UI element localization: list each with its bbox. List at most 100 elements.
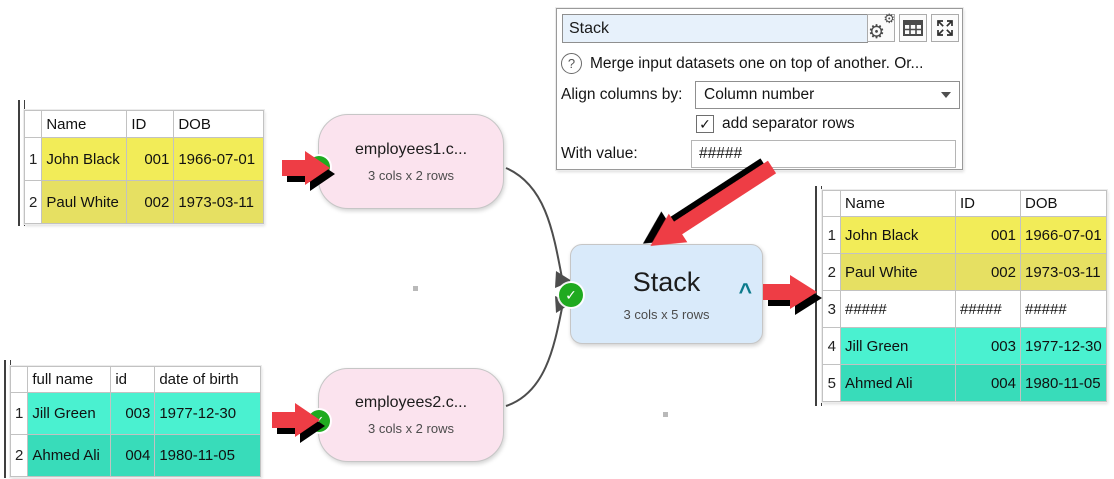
table-row[interactable]: 2 Paul White 002 1973-03-11 [23, 180, 265, 224]
row-number-header [822, 190, 841, 217]
align-columns-dropdown[interactable]: Column number [695, 81, 960, 109]
align-columns-label: Align columns by: [561, 86, 683, 103]
cell[interactable]: 003 [110, 392, 156, 435]
cell[interactable]: ##### [1020, 290, 1107, 328]
cell[interactable]: 004 [110, 434, 156, 477]
transform-description: Merge input datasets one on top of anoth… [590, 54, 924, 72]
red-arrow-stack-to-output [763, 275, 817, 309]
column-header: ID [126, 110, 175, 138]
cell[interactable]: 1966-07-01 [173, 137, 265, 181]
row-number-header [23, 110, 43, 138]
table-header-row: Name ID DOB [23, 110, 265, 138]
settings-button[interactable]: ⚙ ⚙ [867, 11, 895, 43]
expand-icon [937, 20, 953, 36]
cell[interactable]: ##### [955, 290, 1021, 328]
properties-panel: ⚙ ⚙ ? Merge input datasets one on top of… [556, 8, 963, 170]
row-number: 4 [822, 327, 841, 365]
cell[interactable]: 1980-11-05 [154, 434, 262, 477]
table-row[interactable]: 1 John Black 001 1966-07-01 [23, 137, 265, 181]
chevron-down-icon [941, 92, 951, 98]
table-row[interactable]: 1 John Black 001 1966-07-01 [822, 216, 1107, 254]
separator-rows-row: ✓ add separator rows [696, 115, 855, 133]
cell[interactable]: 1977-12-30 [1020, 327, 1107, 365]
row-number: 2 [822, 253, 841, 291]
canvas-grid-dot [413, 286, 418, 291]
table-icon [903, 20, 923, 36]
table-row[interactable]: 2 Paul White 002 1973-03-11 [822, 253, 1107, 291]
collapse-caret[interactable]: ^ [738, 278, 752, 305]
cell[interactable]: John Black [41, 137, 128, 181]
node-dimensions: 3 cols x 2 rows [368, 421, 454, 436]
table-row[interactable]: 4 Jill Green 003 1977-12-30 [822, 327, 1107, 365]
column-header: full name [27, 366, 112, 393]
add-separator-rows-checkbox[interactable]: ✓ [696, 115, 714, 133]
cell[interactable]: 1973-03-11 [1020, 253, 1107, 291]
cell[interactable]: 001 [126, 137, 175, 181]
row-number: 1 [23, 137, 43, 181]
input1-data-table: Name ID DOB 1 John Black 001 1966-07-01 … [23, 110, 265, 224]
column-header: DOB [173, 110, 265, 138]
node-employees1[interactable]: ✓ employees1.c... 3 cols x 2 rows [308, 114, 504, 209]
node-stack[interactable]: ✓ Stack 3 cols x 5 rows ^ [559, 244, 763, 344]
input2-data-table: full name id date of birth 1 Jill Green … [9, 366, 262, 477]
row-number: 2 [9, 434, 29, 477]
cell[interactable]: Jill Green [840, 327, 956, 365]
cell[interactable]: 1973-03-11 [173, 180, 265, 224]
help-icon[interactable]: ? [561, 53, 582, 74]
node-title: employees2.c... [354, 394, 468, 411]
cell[interactable]: Jill Green [27, 392, 112, 435]
column-header: Name [41, 110, 128, 138]
table-view-button[interactable] [899, 14, 927, 42]
column-header: id [110, 366, 156, 393]
row-number: 2 [23, 180, 43, 224]
with-value-row: With value: [561, 145, 638, 163]
with-value-label: With value: [561, 145, 638, 162]
with-value-input[interactable] [691, 140, 956, 168]
description-row: ? Merge input datasets one on top of ano… [561, 53, 923, 74]
cell[interactable]: 003 [955, 327, 1021, 365]
gear-icon: ⚙ ⚙ [868, 11, 895, 43]
table-row[interactable]: 2 Ahmed Ali 004 1980-11-05 [9, 434, 262, 477]
transform-name-input[interactable] [562, 14, 868, 43]
node-employees2[interactable]: ✓ employees2.c... 3 cols x 2 rows [308, 368, 504, 462]
status-check-icon: ✓ [308, 410, 330, 432]
status-check-icon: ✓ [559, 283, 583, 307]
output-data-table: Name ID DOB 1 John Black 001 1966-07-01 … [822, 190, 1107, 402]
table-row[interactable]: 1 Jill Green 003 1977-12-30 [9, 392, 262, 435]
row-number: 3 [822, 290, 841, 328]
add-separator-rows-label: add separator rows [722, 115, 855, 132]
cell[interactable]: Paul White [840, 253, 956, 291]
cell[interactable]: 1980-11-05 [1020, 364, 1107, 402]
cell[interactable]: 1977-12-30 [154, 392, 262, 435]
status-check-icon: ✓ [308, 156, 330, 178]
table-row[interactable]: 5 Ahmed Ali 004 1980-11-05 [822, 364, 1107, 402]
cell[interactable]: 002 [955, 253, 1021, 291]
cell[interactable]: 1966-07-01 [1020, 216, 1107, 254]
cell[interactable]: Ahmed Ali [27, 434, 112, 477]
row-number: 1 [9, 392, 29, 435]
expand-button[interactable] [931, 14, 959, 42]
connector-employees1-stack[interactable] [505, 167, 563, 279]
cell[interactable]: 001 [955, 216, 1021, 254]
dropdown-selected-value: Column number [704, 86, 815, 103]
cell[interactable]: Ahmed Ali [840, 364, 956, 402]
table-header-row: Name ID DOB [822, 190, 1107, 217]
cell[interactable]: 002 [126, 180, 175, 224]
row-number-header [9, 366, 29, 393]
cell[interactable]: Paul White [41, 180, 128, 224]
row-number: 1 [822, 216, 841, 254]
node-title: Stack [632, 266, 701, 297]
table-row-separator[interactable]: 3 ##### ##### ##### [822, 290, 1107, 328]
pane-edge-line [815, 186, 822, 406]
column-header: Name [840, 190, 956, 217]
cell[interactable]: ##### [840, 290, 956, 328]
node-dimensions: 3 cols x 5 rows [623, 306, 710, 322]
cell[interactable]: John Black [840, 216, 956, 254]
cell[interactable]: 004 [955, 364, 1021, 402]
column-header: ID [955, 190, 1021, 217]
connector-employees2-stack[interactable] [505, 307, 563, 407]
node-dimensions: 3 cols x 2 rows [368, 167, 454, 183]
table-header-row: full name id date of birth [9, 366, 262, 393]
column-header: DOB [1020, 190, 1107, 217]
